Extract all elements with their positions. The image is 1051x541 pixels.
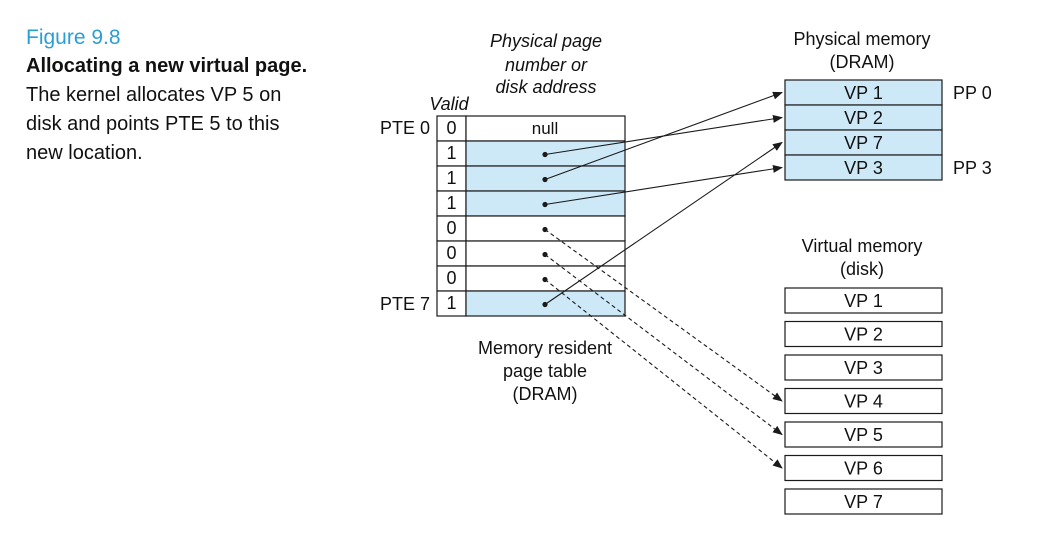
virtual-page-label: VP 2 [844, 325, 883, 345]
physical-memory: VP 1 PP 0 VP 2 VP 7 VP 3 PP 3 [784, 79, 992, 181]
virtual-page-box [784, 387, 943, 415]
virtual-memory: VP 1 VP 2 VP 3 VP 4 VP 5 VP 6 VP 7 [784, 287, 943, 515]
pte-first-label: PTE 0 [380, 118, 430, 138]
virtual-page-label: VP 5 [844, 425, 883, 445]
valid-bit: 1 [446, 168, 456, 188]
caption-title: Allocating a new virtual page. [26, 55, 308, 77]
page-table-footer-line-3: (DRAM) [513, 384, 578, 404]
valid-bit: 0 [446, 118, 456, 138]
virtual-page-label: VP 7 [844, 492, 883, 512]
figure-caption: Figure 9.8 Allocating a new virtual page… [26, 24, 316, 168]
physical-page-box [784, 129, 943, 156]
valid-bit: 0 [446, 268, 456, 288]
page-table-row: 0 [436, 240, 626, 267]
page-table-row: 1 [436, 140, 626, 167]
page-table-row: 1 [436, 190, 626, 217]
valid-bit: 1 [446, 293, 456, 313]
physical-page-label: VP 1 [844, 83, 883, 103]
null-text: null [532, 119, 558, 138]
valid-cell [436, 165, 467, 192]
valid-bit: 1 [446, 143, 456, 163]
virtual-page-label: VP 6 [844, 459, 883, 479]
valid-bit: 0 [446, 243, 456, 263]
pointer-arrows [544, 91, 783, 469]
virtual-page-label: VP 4 [844, 392, 883, 412]
virtual-page-box [784, 354, 943, 381]
pte-last-label: PTE 7 [380, 294, 430, 314]
physical-page: VP 7 [784, 129, 943, 156]
ppn-header-line-2: number or [505, 55, 588, 75]
page-table-row: 0 [436, 215, 626, 242]
page-table-footer-line-1: Memory resident [478, 338, 612, 358]
virtual-memory-title-line-1: Virtual memory [802, 236, 923, 256]
caption-text: Allocating a new virtual page. The kerne… [26, 52, 316, 168]
virtual-page: VP 3 [784, 354, 943, 381]
valid-bit: 0 [446, 218, 456, 238]
virtual-page-box [784, 287, 943, 314]
valid-cell [436, 215, 467, 242]
virtual-page: VP 2 [784, 320, 943, 348]
physical-page-label: VP 3 [844, 158, 883, 178]
virtual-page: VP 1 [784, 287, 943, 314]
page-table: 0 null 1 1 1 0 0 0 1 [436, 115, 626, 317]
page-table-row: 0 null [436, 115, 626, 142]
pointer-arrow-to-disk [544, 279, 783, 469]
virtual-page: VP 5 [784, 421, 943, 448]
pointer-arrow-to-dram [544, 164, 783, 206]
virtual-page-box [784, 454, 943, 482]
virtual-page-label: VP 3 [844, 358, 883, 378]
virtual-page: VP 6 [784, 454, 943, 482]
physical-page-number: PP 3 [953, 158, 992, 178]
page-table-row: 0 [436, 265, 626, 292]
valid-bit: 1 [446, 193, 456, 213]
physical-page-box [784, 154, 943, 181]
pointer-arrow-to-dram [544, 91, 783, 181]
ppn-header-line-3: disk address [495, 77, 596, 97]
valid-header: Valid [429, 94, 469, 114]
physical-memory-title-line-2: (DRAM) [830, 52, 895, 72]
physical-page-label: VP 7 [844, 133, 883, 153]
virtual-page: VP 4 [784, 387, 943, 415]
page-table-row: 1 [436, 290, 626, 317]
valid-cell [436, 240, 467, 267]
pointer-arrow-to-dram [544, 141, 783, 305]
physical-page-number: PP 0 [953, 83, 992, 103]
virtual-page: VP 7 [784, 488, 943, 515]
figure-label: Figure 9.8 [26, 26, 121, 49]
address-cell [465, 115, 626, 142]
virtual-page-box [784, 488, 943, 515]
physical-page: VP 1 PP 0 [784, 79, 992, 106]
physical-page: VP 3 PP 3 [784, 154, 992, 181]
virtual-page-box [784, 320, 943, 348]
physical-memory-title-line-1: Physical memory [793, 29, 930, 49]
page-table-row: 1 [436, 165, 626, 192]
virtual-page-box [784, 421, 943, 448]
pointer-arrow-to-disk [544, 254, 783, 436]
caption-body: The kernel allocates VP 5 on disk and po… [26, 84, 282, 164]
physical-page-label: VP 2 [844, 108, 883, 128]
virtual-page-label: VP 1 [844, 291, 883, 311]
valid-cell [436, 265, 467, 292]
page-table-footer-line-2: page table [503, 361, 587, 381]
valid-cell [436, 290, 467, 317]
virtual-memory-title-line-2: (disk) [840, 259, 884, 279]
ppn-header-line-1: Physical page [490, 31, 602, 51]
physical-page: VP 2 [784, 104, 943, 131]
